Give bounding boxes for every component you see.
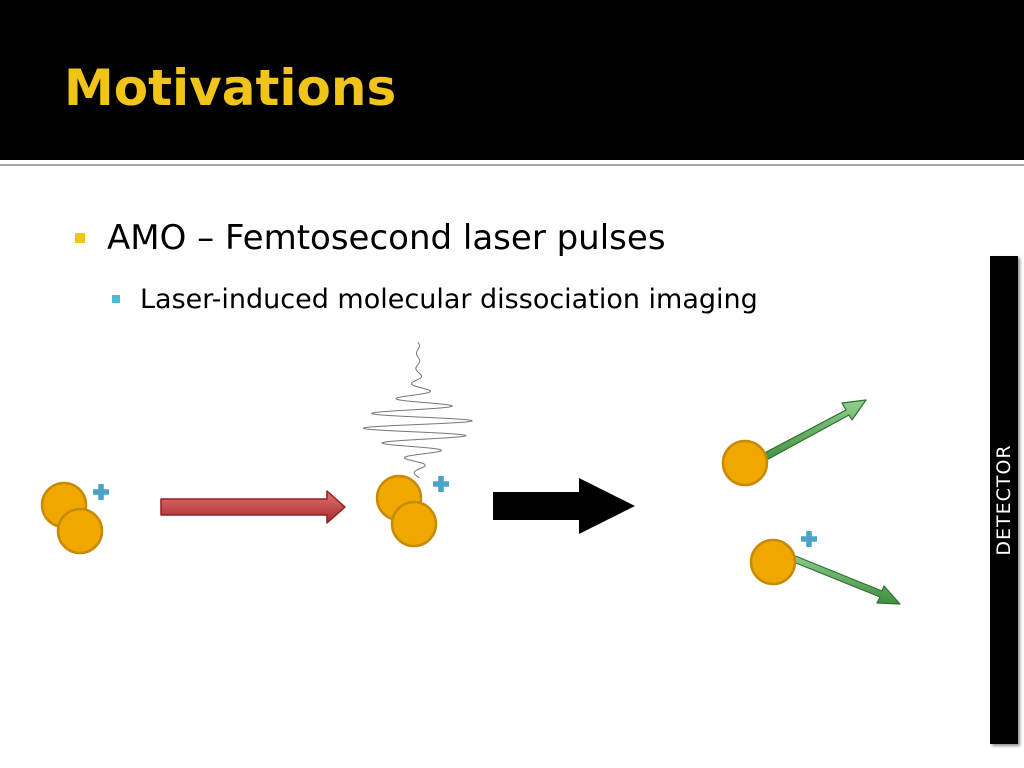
- atom-icon: [721, 439, 769, 487]
- laser-pulse-waveform: [362, 341, 473, 479]
- bullet-item-level-1: AMO – Femtosecond laser pulses: [75, 214, 666, 262]
- molecular-ion: [375, 474, 449, 548]
- bullet-text: Laser-induced molecular dissociation ima…: [140, 283, 758, 315]
- bullet-item-level-2: Laser-induced molecular dissociation ima…: [112, 279, 758, 319]
- process-arrow: [493, 478, 635, 534]
- arrow-right-icon: [160, 490, 346, 524]
- molecular-ion: [40, 481, 109, 555]
- bullet-text: AMO – Femtosecond laser pulses: [107, 218, 666, 258]
- fragment-upper: [721, 399, 867, 487]
- plus-icon: [433, 476, 449, 492]
- arrow-icon: [756, 399, 867, 464]
- laser-pulse: [362, 341, 473, 479]
- arrow-right-icon: [493, 478, 635, 534]
- header-divider-shadow: [0, 164, 1024, 166]
- atom-icon: [56, 507, 104, 555]
- title-bar: Motivations: [0, 0, 1024, 160]
- atom-icon: [749, 538, 797, 586]
- header-divider: [0, 160, 1024, 164]
- square-bullet-icon: [75, 233, 85, 243]
- atom-icon: [390, 500, 438, 548]
- square-bullet-icon: [112, 295, 120, 303]
- beam-arrow: [160, 490, 346, 524]
- plus-icon: [93, 484, 109, 500]
- detector-panel: DETECTOR: [990, 256, 1018, 744]
- fragment-lower: [749, 531, 901, 605]
- slide-title: Motivations: [64, 59, 397, 117]
- detector-label: DETECTOR: [993, 444, 1015, 556]
- arrow-icon: [780, 550, 901, 605]
- plus-icon: [801, 531, 817, 547]
